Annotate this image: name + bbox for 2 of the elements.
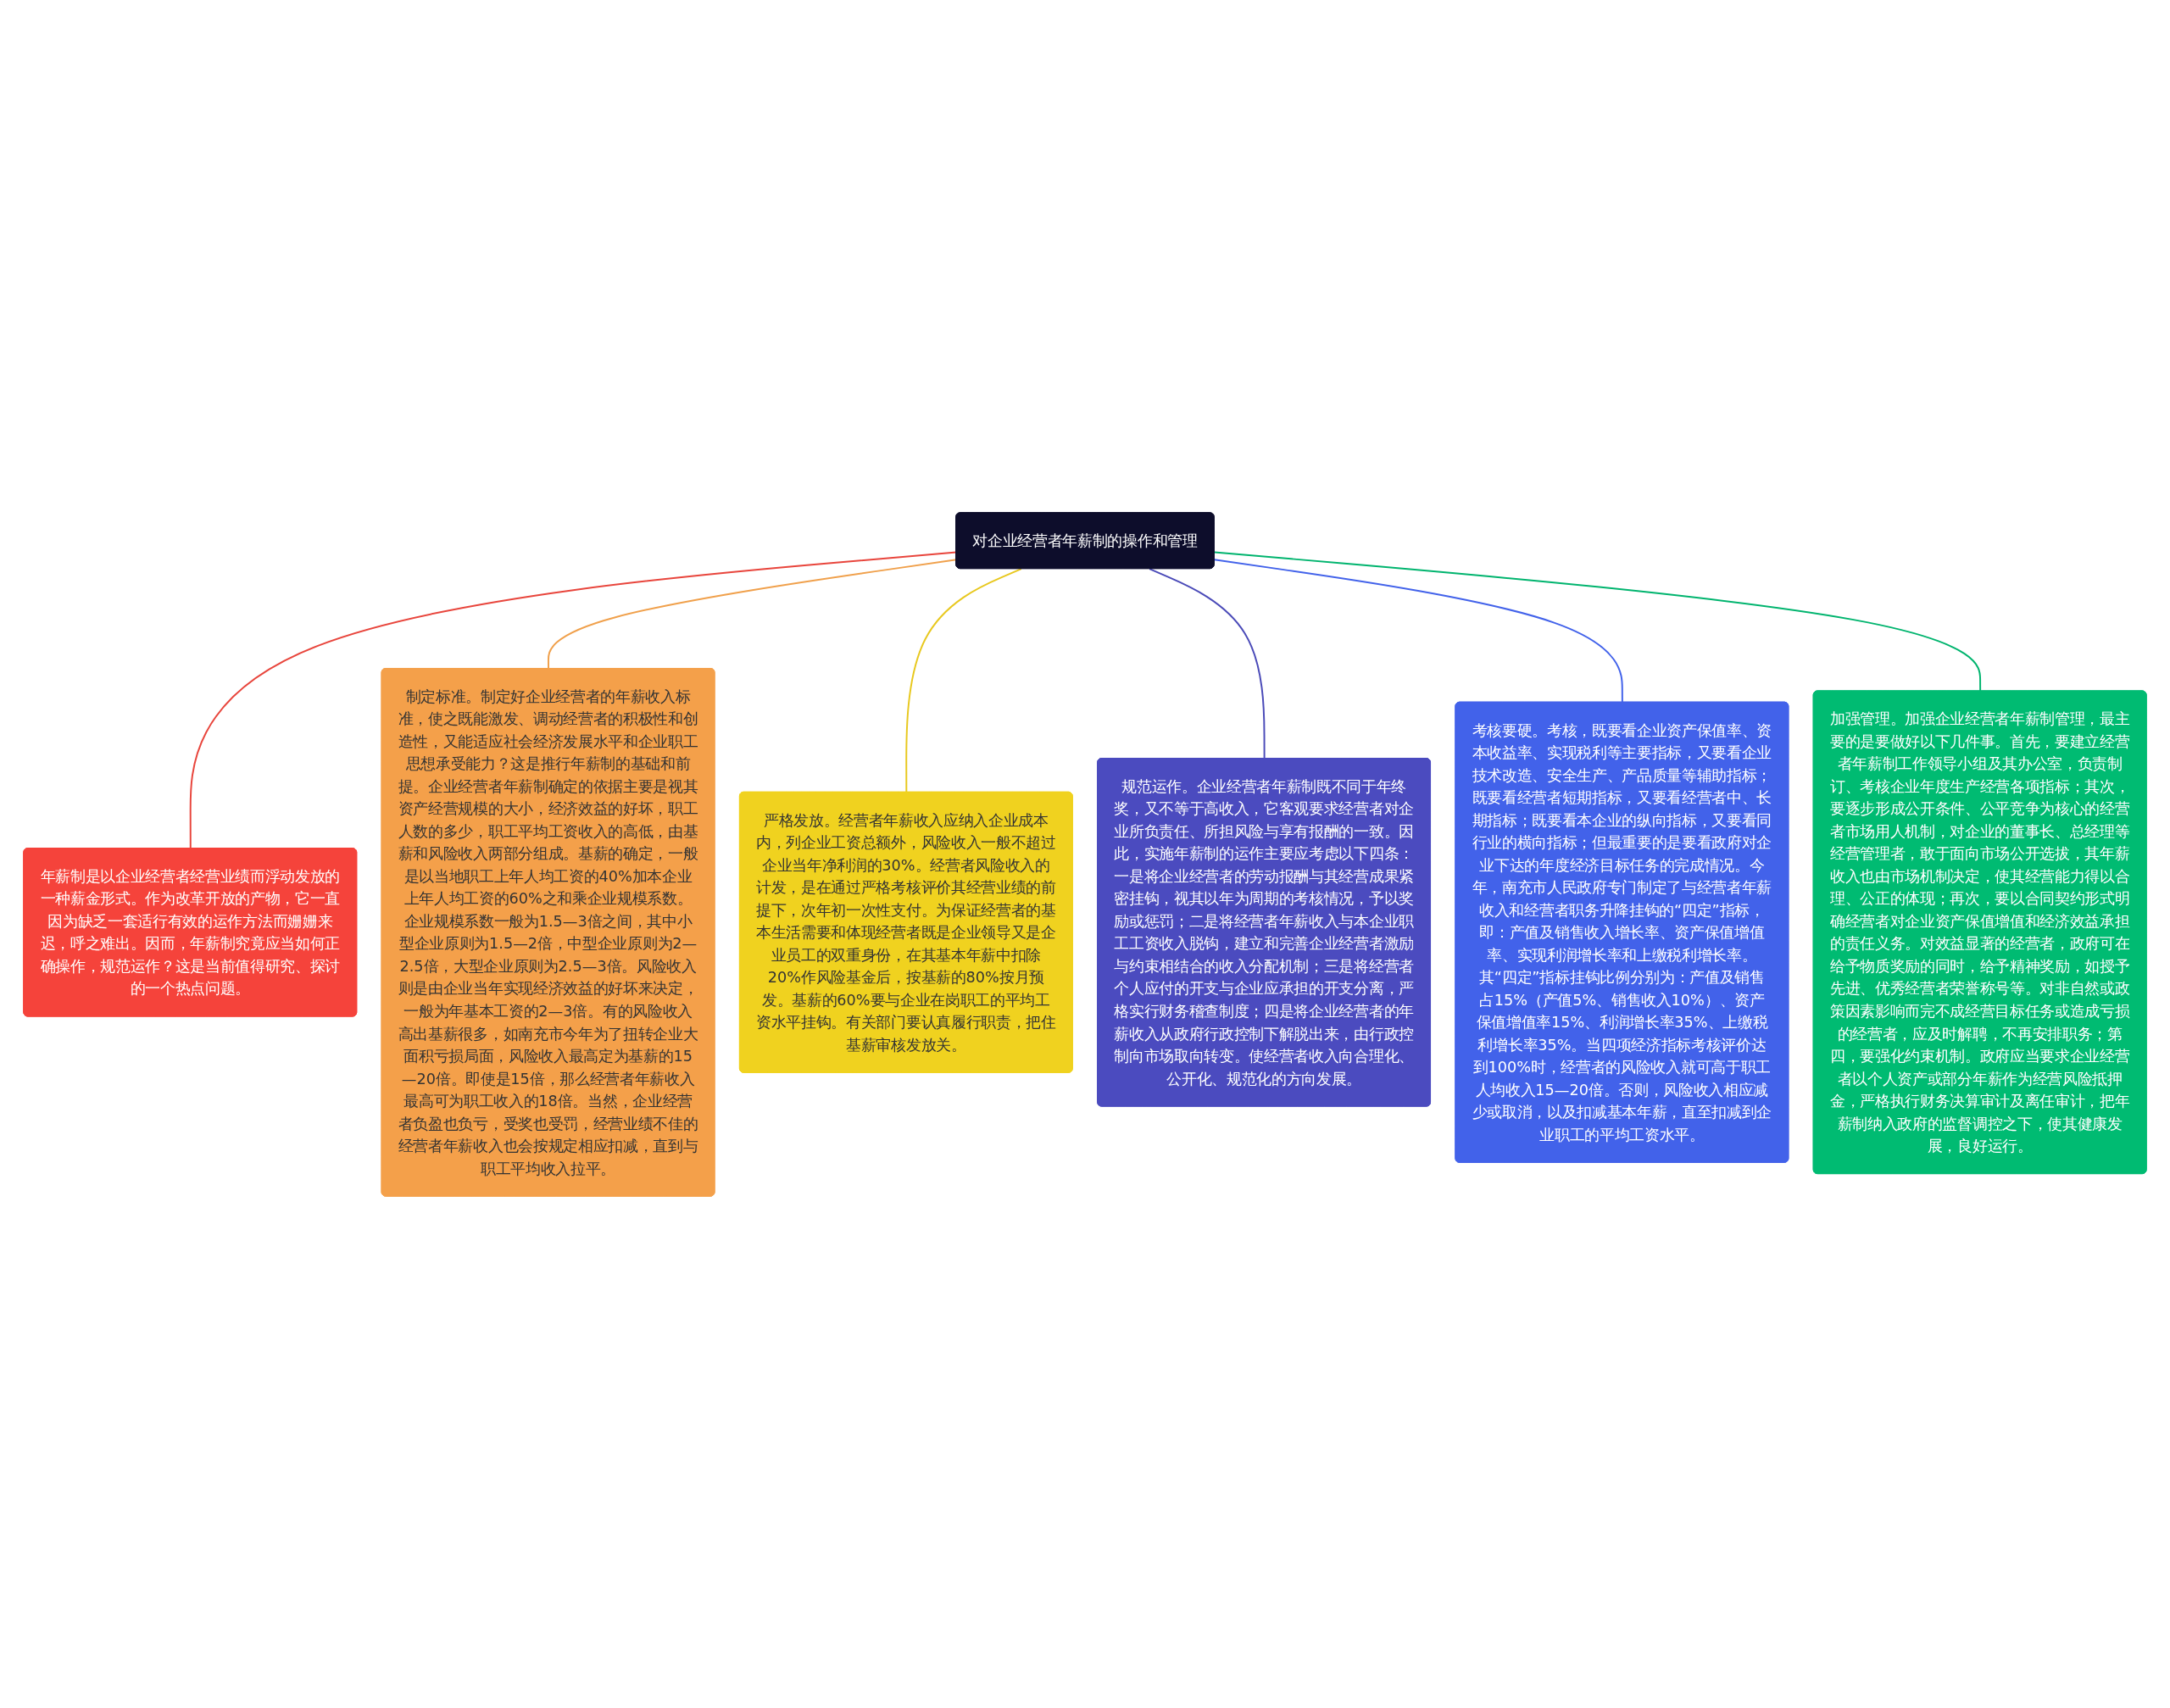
connector (1213, 551, 1982, 692)
connector (1149, 567, 1266, 759)
